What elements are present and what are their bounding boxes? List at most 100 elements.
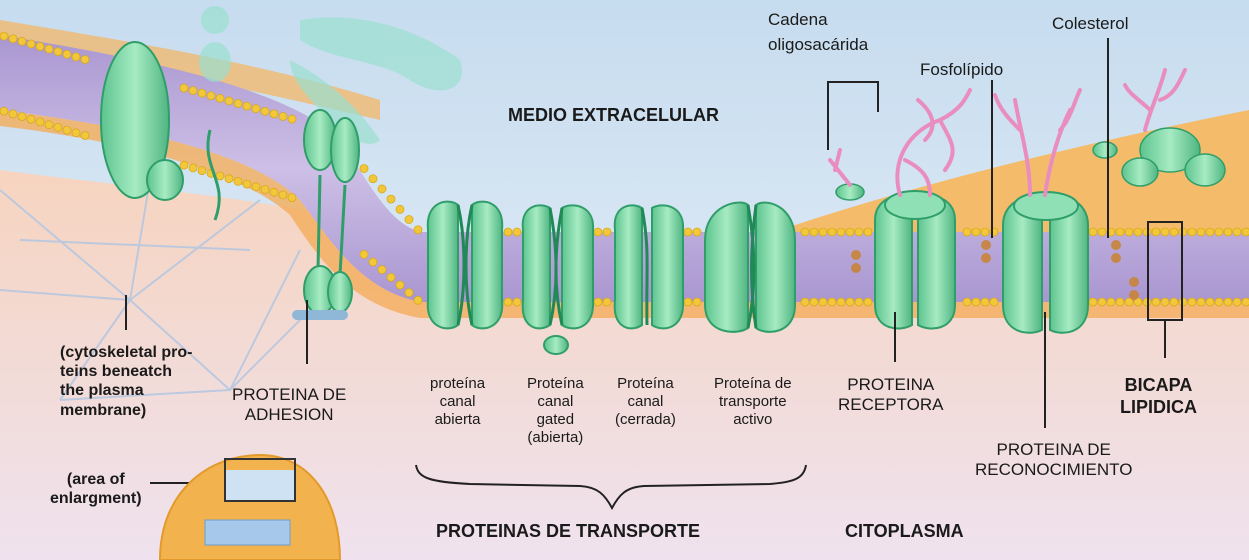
lipid-head — [693, 228, 701, 236]
lipid-head — [810, 298, 818, 306]
label-cytoskeletal-line3: the plasma — [60, 381, 192, 400]
lipid-head — [504, 228, 512, 236]
lipid-head — [387, 195, 395, 203]
lipid-head — [189, 164, 197, 172]
lipid-head — [378, 266, 386, 274]
label-gated-channel-line1: Proteína — [527, 375, 584, 393]
lipid-head — [234, 177, 242, 185]
label-active-transport-line1: Proteína de — [714, 375, 792, 393]
label-transport-proteins: PROTEINAS DE TRANSPORTE — [436, 521, 700, 543]
lipid-head — [45, 121, 53, 129]
lipid-head — [360, 165, 368, 173]
label-closed-channel-line2: canal — [615, 393, 676, 411]
lipid-head — [981, 298, 989, 306]
lipid-head — [279, 112, 287, 120]
lipid-head — [1206, 298, 1214, 306]
lipid-head — [1215, 228, 1223, 236]
lipid-head — [828, 228, 836, 236]
label-bilayer-line2: LIPIDICA — [1120, 397, 1197, 419]
lipid-head — [864, 298, 872, 306]
lipid-head — [414, 296, 422, 304]
lipid-head — [270, 110, 278, 118]
label-adhesion-line1: PROTEINA DE — [232, 385, 346, 405]
label-active-transport: Proteína de transporte activo — [714, 375, 792, 429]
label-active-transport-line2: transporte — [714, 393, 792, 411]
lipid-head — [72, 129, 80, 137]
label-cytoskeletal-line1: (cytoskeletal pro- — [60, 343, 192, 362]
lipid-head — [1161, 228, 1169, 236]
lipid-head — [18, 37, 26, 45]
lipid-head — [405, 289, 413, 297]
lipid-head — [1224, 298, 1232, 306]
lipid-head — [513, 298, 521, 306]
label-enlargement: (area of enlargment) — [50, 470, 142, 508]
label-chain-line2: oligosacárida — [768, 35, 868, 55]
lipid-head — [1197, 228, 1205, 236]
lipid-head — [981, 228, 989, 236]
lipid-head — [234, 100, 242, 108]
lipid-head — [855, 228, 863, 236]
lipid-head — [1215, 298, 1223, 306]
label-open-channel-line1: proteína — [430, 375, 485, 393]
lipid-head — [45, 45, 53, 53]
lipid-head — [0, 32, 8, 40]
lipid-head — [990, 298, 998, 306]
label-closed-channel: Proteína canal (cerrada) — [615, 375, 676, 429]
label-adhesion-line2: ADHESION — [232, 405, 346, 425]
lipid-head — [54, 123, 62, 131]
lipid-head — [405, 216, 413, 224]
lipid-head — [1098, 228, 1106, 236]
lipid-head — [261, 186, 269, 194]
lipid-head — [1089, 298, 1097, 306]
label-gated-channel-line3: gated — [527, 411, 584, 429]
lipid-head — [1116, 228, 1124, 236]
label-bilayer: BICAPA LIPIDICA — [1120, 375, 1197, 418]
lipid-head — [1089, 228, 1097, 236]
lipid-head — [396, 281, 404, 289]
lipid-head — [207, 92, 215, 100]
lipid-head — [9, 110, 17, 118]
lipid-head — [855, 298, 863, 306]
lipid-head — [1161, 298, 1169, 306]
lipid-head — [594, 228, 602, 236]
lipid-head — [81, 132, 89, 140]
lipid-head — [972, 228, 980, 236]
lipid-head — [1152, 228, 1160, 236]
lipid-head — [225, 175, 233, 183]
lipid-head — [1233, 228, 1241, 236]
label-bilayer-line1: BICAPA — [1120, 375, 1197, 397]
lipid-head — [603, 298, 611, 306]
lipid-head — [0, 107, 8, 115]
label-receptor: PROTEINA RECEPTORA — [838, 375, 944, 416]
lipid-head — [828, 298, 836, 306]
label-receptor-line2: RECEPTORA — [838, 395, 944, 415]
lipid-head — [252, 183, 260, 191]
lipid-head — [261, 107, 269, 115]
lipid-head — [63, 50, 71, 58]
lipid-head — [1116, 298, 1124, 306]
lipid-head — [504, 298, 512, 306]
lipid-head — [414, 226, 422, 234]
lipid-head — [63, 126, 71, 134]
lipid-head — [846, 298, 854, 306]
label-extracellular: MEDIO EXTRACELULAR — [508, 105, 719, 127]
lipid-head — [1134, 228, 1142, 236]
lipid-head — [270, 188, 278, 196]
label-enlargement-line1: (area of — [50, 470, 142, 489]
lipid-head — [1152, 298, 1160, 306]
lipid-head — [864, 228, 872, 236]
lipid-head — [27, 115, 35, 123]
label-phospholipid: Fosfolípido — [920, 60, 1003, 80]
lipid-head — [594, 298, 602, 306]
lipid-head — [180, 84, 188, 92]
lipid-head — [180, 161, 188, 169]
label-closed-channel-line1: Proteína — [615, 375, 676, 393]
lipid-head — [819, 228, 827, 236]
lipid-head — [1188, 298, 1196, 306]
lipid-head — [1188, 228, 1196, 236]
label-cholesterol: Colesterol — [1052, 14, 1129, 34]
lipid-head — [801, 298, 809, 306]
label-open-channel: proteína canal abierta — [430, 375, 485, 429]
lipid-head — [1125, 228, 1133, 236]
lipid-head — [288, 194, 296, 202]
